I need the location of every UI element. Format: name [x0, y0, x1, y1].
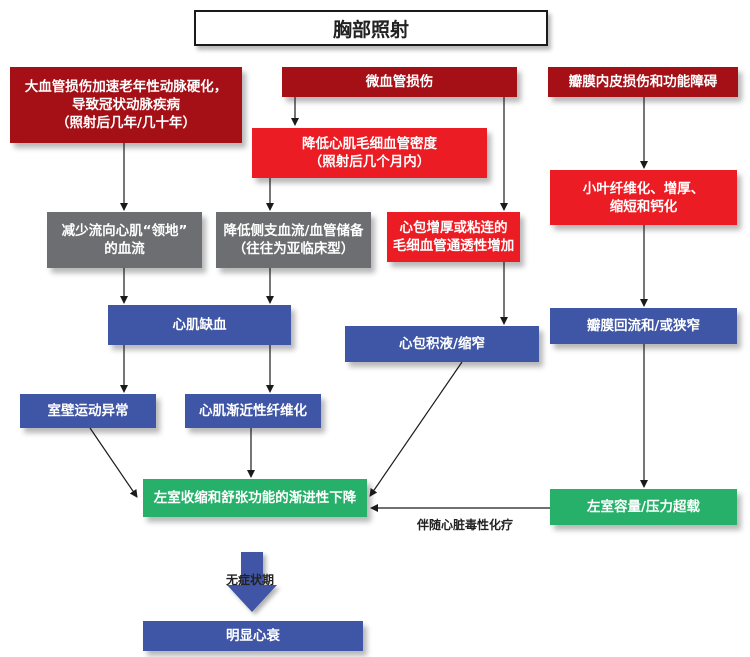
label-cardiotoxic-chemo: 伴随心脏毒性化疗: [417, 518, 514, 532]
label-asymptomatic-phase: 无症状期: [226, 573, 275, 587]
diagram-title: 胸部照射: [194, 10, 548, 46]
node-wall-motion-abnormality: 室壁运动异常: [20, 394, 156, 428]
node-collateral-reserve: 降低侧支血流/血管储备 （往往为亚临床型）: [216, 212, 371, 268]
node-reduced-territory-flow: 减少流向心肌“领地” 的血流: [47, 212, 202, 268]
node-macrovascular-injury: 大血管损伤加速老年性动脉硬化， 导致冠状动脉疾病 （照射后几年/几十年）: [10, 67, 242, 143]
node-valve-endothelial-injury: 瓣膜内皮损伤和功能障碍: [548, 67, 738, 97]
node-myocardial-ischemia: 心肌缺血: [108, 305, 291, 345]
node-capillary-density: 降低心肌毛细血管密度 （照射后几个月内）: [252, 128, 487, 178]
node-progressive-fibrosis: 心肌渐近性纤维化: [185, 394, 321, 428]
node-lv-overload: 左室容量/压力超载: [550, 489, 737, 525]
node-lv-function-decline: 左室收缩和舒张功能的渐进性下降: [143, 479, 367, 517]
node-valve-regurgitation: 瓣膜回流和/或狭窄: [550, 308, 737, 344]
node-pericardial-effusion: 心包积液/缩窄: [345, 326, 539, 362]
node-overt-heart-failure: 明显心衰: [143, 621, 363, 651]
node-pericardial-thickening: 心包增厚或粘连的 毛细血管通透性增加: [387, 212, 520, 262]
arrow-wall-motion-to-lv-decline: [89, 427, 138, 498]
node-leaflet-fibrosis: 小叶纤维化、增厚、 缩短和钙化: [550, 170, 737, 225]
node-microvascular-injury: 微血管损伤: [282, 67, 517, 97]
arrow-effusion-to-lv-decline: [369, 361, 463, 497]
